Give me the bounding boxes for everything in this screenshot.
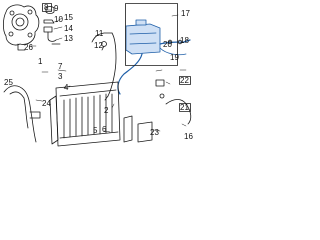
parts-diagram: 1 2 3 4 5 6 7 8 9 10 11 12 13 14 15 16 1… [0,0,200,147]
radiator-bracket [123,115,153,143]
diagram-artwork [2,3,192,147]
callout-11: 11 [95,29,104,38]
callout-2: 2 [104,106,109,115]
callout-21: 21 [180,103,189,112]
small-fittings [43,6,61,45]
callout-12: 12 [94,41,103,50]
callout-16: 16 [184,132,193,141]
callout-13: 13 [64,34,73,43]
callout-1: 1 [38,57,43,66]
callout-15: 15 [64,13,73,22]
callout-24: 24 [42,99,51,108]
callout-6: 6 [102,125,107,134]
callout-3: 3 [58,72,63,81]
callout-17: 17 [181,9,190,18]
upper-right-hose [159,39,191,56]
callout-10: 10 [54,15,63,24]
reservoir-tank [117,19,161,95]
callout-22: 22 [180,76,189,85]
callout-4: 4 [64,83,69,92]
water-pump-housing [2,4,40,51]
callout-18: 18 [180,36,189,45]
lower-left-hose [3,85,41,143]
callout-9: 9 [54,4,59,13]
callout-20: 20 [163,40,172,49]
coolant-pipe [91,32,117,101]
callout-box-frames [42,3,191,112]
callout-7: 7 [58,62,63,71]
callout-26: 26 [24,43,33,52]
callout-19: 19 [170,53,179,62]
callout-8: 8 [44,3,49,12]
leader-lines [29,9,187,133]
callout-23: 23 [150,128,159,137]
lower-right-hose [155,79,192,125]
callout-5: 5 [93,126,98,135]
callout-14: 14 [64,24,73,33]
callout-25: 25 [4,78,13,87]
radiator [49,81,121,147]
